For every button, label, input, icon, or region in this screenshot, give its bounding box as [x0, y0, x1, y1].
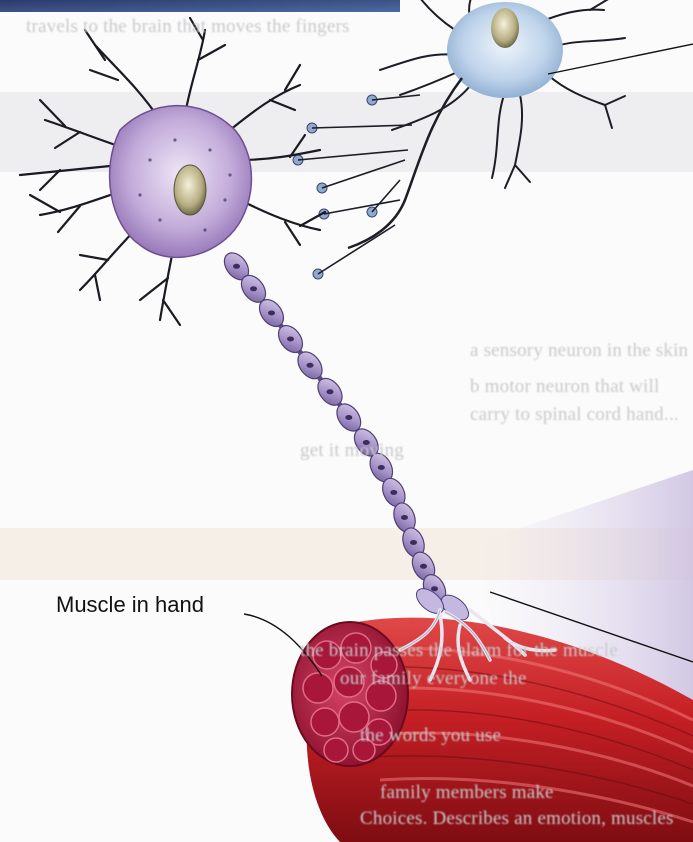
schwann-cell-nucleus [287, 337, 294, 342]
schwann-cell-nucleus [345, 415, 352, 420]
top-photo-strip [0, 0, 400, 12]
background-text-line: carry to spinal cord hand... [470, 404, 679, 426]
background-text-line: get it moving [300, 440, 404, 462]
schwann-cell-nucleus [268, 311, 275, 316]
schwann-cell-nucleus [410, 540, 417, 545]
background-text-line: the brain passes the alarm for the muscl… [300, 640, 618, 662]
muscle-in-hand-label: Muscle in hand [56, 592, 204, 618]
background-text-line: the words you use [360, 725, 501, 747]
background-text-line: Choices. Describes an emotion, muscles [360, 808, 674, 830]
schwann-cell-nucleus [327, 389, 334, 394]
schwann-cell-nucleus [390, 490, 397, 495]
sensory-neuron-leader-line [548, 44, 693, 74]
header-band [0, 92, 693, 172]
schwann-cell-nucleus [401, 515, 408, 520]
schwann-cell-nucleus [250, 286, 257, 291]
motor-neuron-nucleus [174, 165, 206, 215]
background-text-line: family members make [380, 782, 554, 804]
schwann-cell-nucleus [378, 465, 385, 470]
background-text-line: b motor neuron that will [470, 376, 660, 398]
schwann-cell-nucleus [420, 564, 427, 569]
schwann-cell-nucleus [233, 264, 240, 269]
background-text-line: travels to the brain that moves the fing… [26, 16, 350, 38]
background-text-line: our family everyone the [340, 668, 527, 690]
schwann-cell-nucleus [431, 586, 438, 591]
schwann-cell-nucleus [307, 363, 314, 368]
background-text-line: a sensory neuron in the skin [470, 340, 688, 362]
